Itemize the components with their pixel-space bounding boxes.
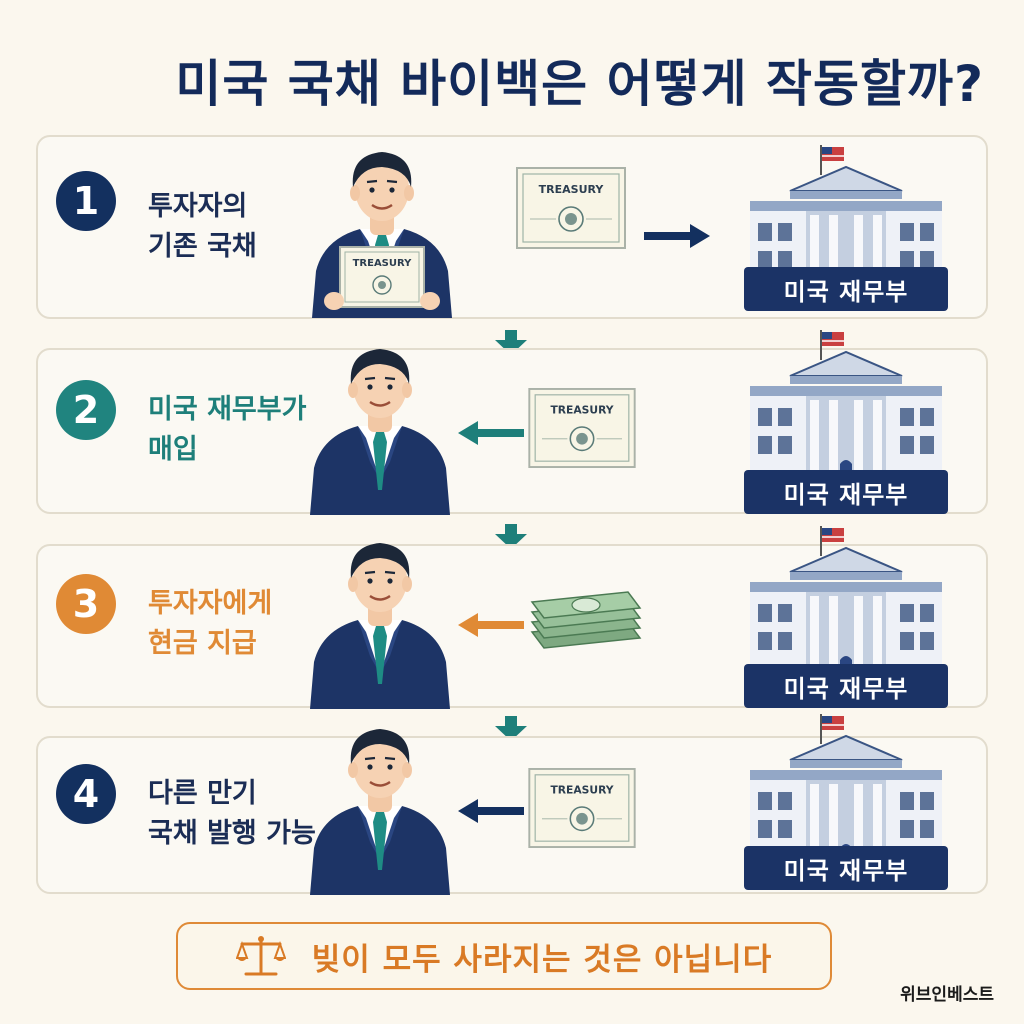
step-label-line: 미국 재무부가 xyxy=(148,394,307,425)
treasury-label: 미국 재무부 xyxy=(744,267,948,311)
arrow-left-icon xyxy=(458,421,524,445)
investor-illustration xyxy=(308,347,452,515)
treasury-label: 미국 재무부 xyxy=(744,470,948,514)
step-label-line: 국채 발행 가능 xyxy=(148,818,316,849)
bond-text: TREASURY xyxy=(550,783,613,796)
step-number: 1 xyxy=(56,171,116,231)
bond-text: TREASURY xyxy=(550,403,613,416)
warning-banner: 빚이 모두 사라지는 것은 아닙니다 xyxy=(176,922,832,990)
arrow-left-icon xyxy=(458,799,524,823)
step-2-panel: 2 미국 재무부가 매입 TREASURY 미국 재무부 xyxy=(36,329,988,515)
arrow-down-icon xyxy=(495,524,527,549)
arrow-right-icon xyxy=(644,224,710,248)
step-label-line: 기존 국채 xyxy=(148,231,257,262)
treasury-bond-icon: TREASURY xyxy=(528,768,636,848)
step-number: 2 xyxy=(56,380,116,440)
step-label-line: 투자자에게 xyxy=(148,588,273,619)
treasury-bond-icon: TREASURY xyxy=(516,167,626,249)
held-certificate: TREASURY xyxy=(339,246,425,308)
step-4-panel: 4 다른 만기 국채 발행 가능 TREASURY 미국 재무부 xyxy=(36,713,988,895)
step-1-panel: 1 투자자의 기존 국채 TREASURY TREASURY 미국 재무부 xyxy=(36,135,988,319)
step-label-line: 투자자의 xyxy=(148,191,248,222)
step-label: 다른 만기 국채 발행 가능 xyxy=(148,774,316,854)
scales-icon xyxy=(235,936,286,976)
step-3-panel: 3 투자자에게 현금 지급 미국 재무부 xyxy=(36,525,988,709)
step-label: 미국 재무부가 매입 xyxy=(148,390,306,470)
arrow-left-icon xyxy=(458,613,524,637)
investor-illustration xyxy=(308,541,452,709)
step-label: 투자자의 기존 국채 xyxy=(148,187,257,267)
treasury-label: 미국 재무부 xyxy=(744,846,948,890)
investor-illustration: TREASURY xyxy=(310,150,454,318)
page-title: 미국 국채 바이백은 어떻게 작동할까? xyxy=(175,55,984,113)
cash-stack-icon xyxy=(531,591,641,649)
step-label: 투자자에게 현금 지급 xyxy=(148,584,272,664)
bond-text: TREASURY xyxy=(539,183,605,196)
brand-watermark: 위브인베스트 xyxy=(900,985,994,1005)
arrow-down-icon xyxy=(495,330,527,355)
banner-text: 빚이 모두 사라지는 것은 아닙니다 xyxy=(311,941,773,978)
step-label-line: 매입 xyxy=(148,434,198,465)
arrow-down-icon xyxy=(495,716,527,741)
step-number: 4 xyxy=(56,764,116,824)
investor-illustration xyxy=(308,727,452,895)
treasury-label: 미국 재무부 xyxy=(744,664,948,708)
held-certificate-text: TREASURY xyxy=(353,258,413,269)
treasury-bond-icon: TREASURY xyxy=(528,388,636,468)
treasury-building-icon xyxy=(746,329,946,494)
step-label-line: 다른 만기 xyxy=(148,778,257,809)
step-label-line: 현금 지급 xyxy=(148,628,257,659)
step-number: 3 xyxy=(56,574,116,634)
